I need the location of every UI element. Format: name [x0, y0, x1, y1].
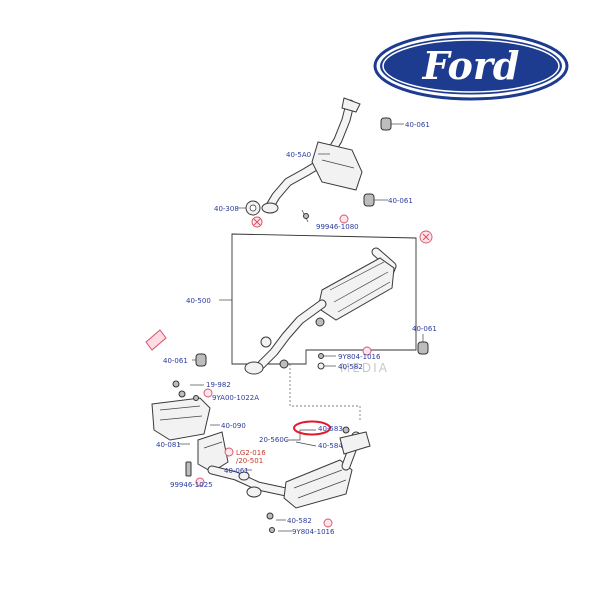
- front-pipe-catalyst: [197, 426, 371, 509]
- part-label-40-308: 40-308: [214, 205, 239, 213]
- bolt-center: [317, 353, 336, 370]
- assembly-bracket-frame: [231, 233, 417, 365]
- part-label-9y804-1016-b: 9Y804-1016: [292, 528, 335, 536]
- part-label-40-582-b: 40-582: [287, 517, 312, 525]
- hanger-rubber-mid: [363, 193, 375, 207]
- highlight-callout-40-583[interactable]: [293, 420, 331, 436]
- gasket-top: [245, 200, 261, 216]
- part-label-40-583: 40-583: [318, 425, 343, 433]
- part-label-20-501: /20-501: [236, 457, 263, 465]
- bolt-top: [301, 209, 309, 223]
- ford-logo-text: Ford: [422, 43, 520, 88]
- exhaust-manifold-heat-shield: [151, 380, 211, 441]
- part-label-40-090: 40-090: [221, 422, 246, 430]
- reference-mark-q-lower: [195, 388, 333, 528]
- part-label-40-061-left: 40-061: [163, 357, 188, 365]
- sensor-lower-left: [185, 461, 192, 477]
- part-label-9ya00-1022a: 9YA00-1022A: [212, 394, 259, 402]
- part-label-40-061-top: 40-061: [405, 121, 430, 129]
- front-direction-arrow: [145, 329, 167, 351]
- part-label-40-061-low: 40-061: [224, 467, 249, 475]
- part-label-40-584: 40-584: [318, 442, 343, 450]
- watermark-text: MEDIA: [340, 361, 389, 375]
- hanger-rubber-right: [417, 334, 429, 355]
- bolt-lower: [266, 512, 275, 533]
- part-label-lg2-016: LG2-016: [236, 449, 266, 457]
- reference-mark-q-top: [339, 214, 349, 224]
- part-label-40-582-a: 40-582: [338, 363, 363, 371]
- part-label-99946-1025: 99946-1025: [170, 481, 213, 489]
- center-muffler-clamp: [260, 317, 325, 369]
- gasket-lower: [238, 471, 262, 498]
- ford-logo: Ford: [372, 30, 570, 102]
- part-label-40-081: 40-081: [156, 441, 181, 449]
- part-label-40-061-right: 40-061: [412, 325, 437, 333]
- part-label-99946-1080: 99946-1080: [316, 223, 359, 231]
- rear-muffler-pipe: [261, 97, 363, 214]
- center-muffler: [244, 247, 397, 375]
- part-label-9y804-1016-a: 9Y804-1016: [338, 353, 381, 361]
- reference-mark-x-top: [251, 216, 263, 228]
- part-label-40-061-mid: 40-061: [388, 197, 413, 205]
- hanger-rubber-top: [380, 117, 392, 131]
- part-label-40-5a0: 40-5A0: [286, 151, 311, 159]
- part-label-20-560c: 20-560C: [259, 436, 289, 444]
- reference-mark-q-center: [362, 346, 372, 356]
- part-label-40-500: 40-500: [186, 297, 211, 305]
- reference-mark-x-right: [419, 230, 433, 244]
- part-label-19-982: 19-982: [206, 381, 231, 389]
- ford-oval-emblem: Ford: [373, 31, 569, 101]
- hanger-rubber-left: [192, 353, 207, 367]
